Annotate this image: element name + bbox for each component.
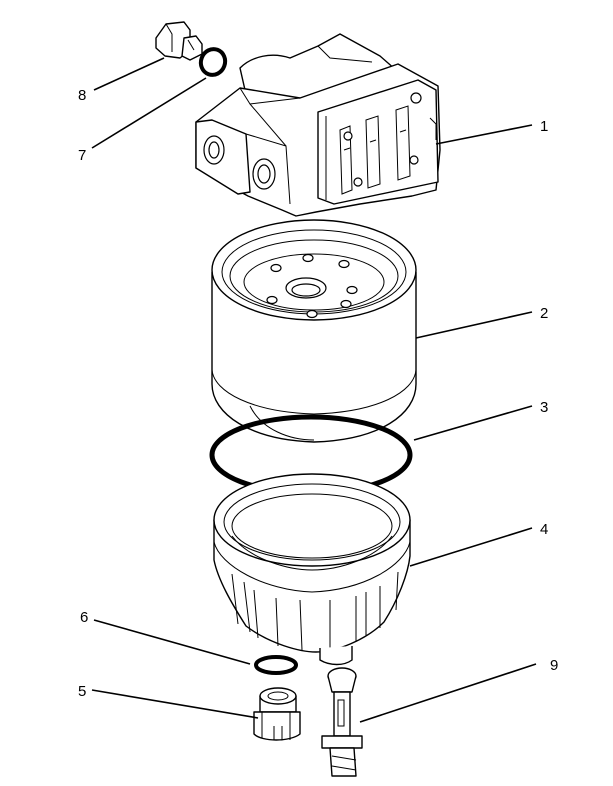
part-5-drain-plug [253, 687, 301, 741]
part-8-fitting [155, 21, 203, 61]
callout-9: 9 [550, 657, 558, 674]
part-4-bowl [213, 473, 411, 666]
callout-8: 8 [78, 87, 86, 104]
part-6-o-ring [254, 655, 298, 675]
leader-lines [91, 57, 537, 723]
part-7-o-ring [198, 47, 228, 77]
part-2-filter-cartridge [211, 219, 417, 443]
part-9-drain-valve [321, 667, 363, 777]
callout-2: 2 [540, 305, 548, 322]
callout-1: 1 [540, 118, 548, 135]
callout-5: 5 [78, 683, 86, 700]
callout-3: 3 [540, 399, 548, 416]
callout-4: 4 [540, 521, 548, 538]
part-1-filter-head [195, 33, 441, 217]
callout-6: 6 [80, 609, 88, 626]
callout-7: 7 [78, 147, 86, 164]
